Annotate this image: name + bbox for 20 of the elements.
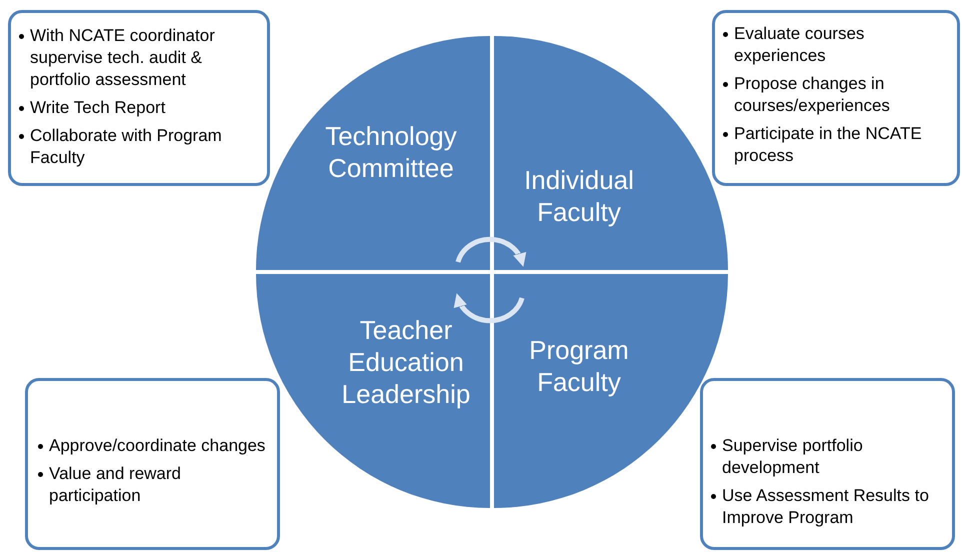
bullet-item: Write Tech Report — [30, 97, 166, 119]
text-box — [700, 378, 955, 550]
text-box — [712, 10, 960, 186]
bullet-item: Approve/coordinate changes — [49, 435, 266, 457]
bullet-item: With NCATE coordinator supervise tech. audit & portfolio assessment — [30, 25, 216, 91]
text-box — [8, 10, 270, 186]
bullet-item: Collaborate with Program Faculty — [30, 125, 223, 169]
bullet-item: Evaluate courses experiences — [734, 23, 866, 67]
bullet-item: Participate in the NCATE process — [734, 123, 923, 167]
quadrant-label: Teacher Education Leadership — [340, 314, 472, 410]
bullet-item: Value and reward participation — [49, 463, 182, 507]
bullet-item: Propose changes in courses/experiences — [734, 73, 891, 117]
quadrant-label: Technology Committee — [324, 120, 458, 184]
text-box — [25, 378, 280, 550]
curved-arrow — [456, 236, 527, 268]
bullet-item: Supervise portfolio development — [722, 435, 864, 479]
curved-arrow — [453, 292, 524, 324]
quadrant-label: Individual Faculty — [523, 164, 635, 228]
quadrant-label: Program Faculty — [528, 334, 630, 398]
bullet-item: Use Assessment Results to Improve Program — [722, 485, 930, 529]
